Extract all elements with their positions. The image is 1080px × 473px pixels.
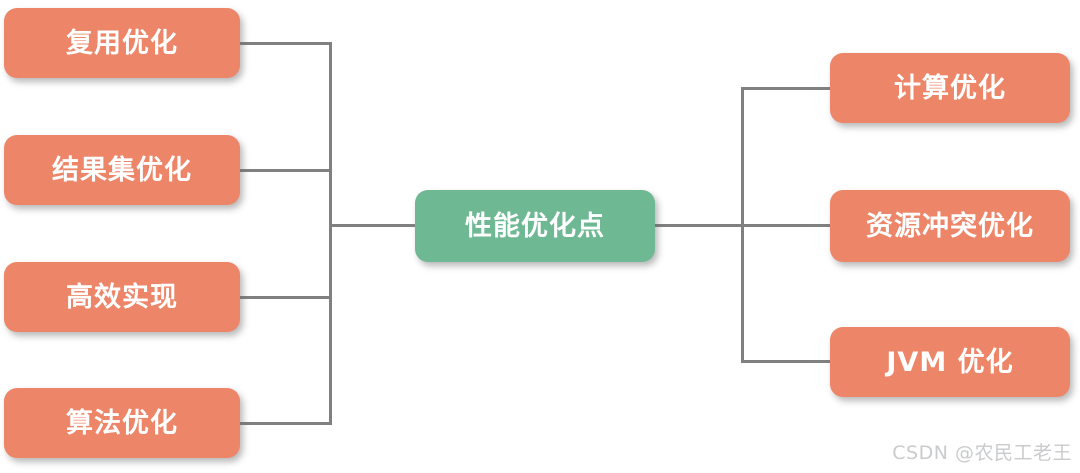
connector-left-stub-1 [238, 42, 332, 45]
node-right-2-label: 资源冲突优化 [866, 210, 1034, 242]
connector-right-stub-3 [741, 360, 833, 363]
connector-left-stub-3 [238, 296, 332, 299]
node-left-1-label: 复用优化 [66, 27, 178, 59]
node-right-3[interactable]: JVM 优化 [830, 327, 1070, 397]
node-left-3-label: 高效实现 [66, 281, 178, 313]
node-root[interactable]: 性能优化点 [415, 190, 655, 262]
node-right-3-label: JVM 优化 [886, 346, 1014, 378]
connector-left-spine [329, 42, 332, 425]
node-right-1-label: 计算优化 [894, 72, 1006, 104]
node-right-1[interactable]: 计算优化 [830, 53, 1070, 123]
node-left-3[interactable]: 高效实现 [4, 262, 240, 332]
node-left-4[interactable]: 算法优化 [4, 388, 240, 458]
node-left-2-label: 结果集优化 [52, 154, 192, 186]
connector-left-spine-to-root [329, 224, 421, 227]
connector-right-stub-2 [741, 224, 833, 227]
node-left-4-label: 算法优化 [66, 407, 178, 439]
connector-left-stub-2 [238, 169, 332, 172]
node-left-2[interactable]: 结果集优化 [4, 135, 240, 205]
node-left-1[interactable]: 复用优化 [4, 8, 240, 78]
connector-left-stub-4 [238, 422, 332, 425]
connector-right-stub-1 [741, 87, 833, 90]
watermark: CSDN @农民工老王 [892, 442, 1072, 464]
node-right-2[interactable]: 资源冲突优化 [830, 190, 1070, 262]
node-root-label: 性能优化点 [465, 210, 605, 242]
connector-root-to-right-spine [652, 224, 744, 227]
